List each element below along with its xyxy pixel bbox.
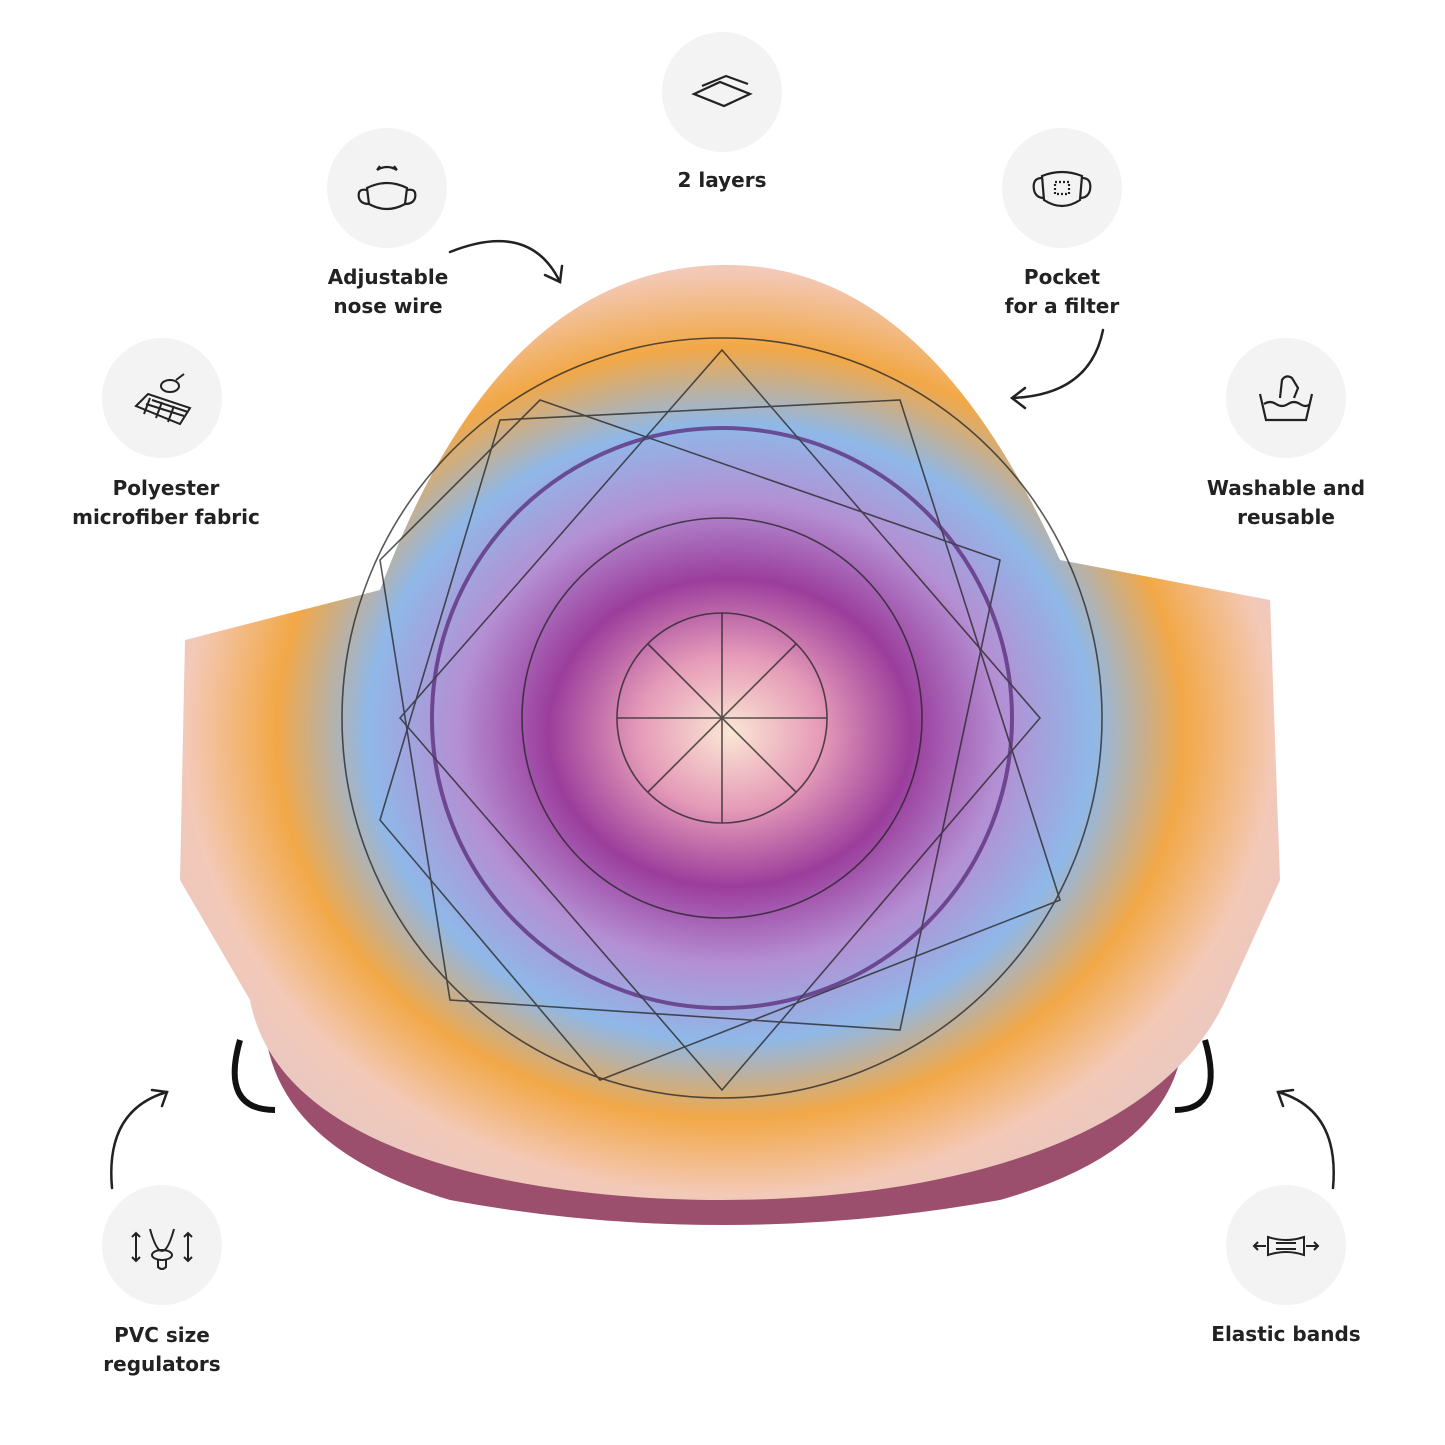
feature-label-washable: Washable and reusable	[1156, 474, 1416, 532]
label-line: microfiber fabric	[72, 505, 260, 529]
layers-icon	[691, 74, 753, 108]
fabric-badge	[102, 338, 222, 458]
hand-wash-icon	[1258, 375, 1314, 422]
label-line: regulators	[103, 1352, 221, 1376]
label-line: Polyester	[112, 476, 220, 500]
label-line: reusable	[1237, 505, 1335, 529]
ear-loop-right	[1174, 1039, 1214, 1113]
feature-label-filter-pocket: Pocket for a filter	[932, 263, 1192, 321]
label-line: nose wire	[333, 294, 443, 318]
mask-body	[180, 264, 1280, 1200]
feature-label-fabric: Polyester microfiber fabric	[36, 474, 296, 532]
feature-label-nose-wire: Adjustable nose wire	[258, 263, 518, 321]
ear-loop-left	[231, 1039, 276, 1113]
size-regulator-icon	[131, 1228, 193, 1270]
elastic-band-icon	[1252, 1235, 1320, 1257]
mask-pattern	[341, 337, 1103, 1099]
label-line: Adjustable	[327, 265, 449, 289]
mask-nose-wire-icon	[357, 165, 417, 211]
mask-filter-icon	[1032, 170, 1092, 208]
filter-pocket-badge	[1002, 128, 1122, 248]
label-line: for a filter	[1004, 294, 1120, 318]
label-line: Pocket	[1023, 265, 1101, 289]
label-line: PVC size	[114, 1323, 210, 1347]
label-line: Elastic bands	[1211, 1322, 1361, 1346]
feature-label-regulators: PVC size regulators	[32, 1321, 292, 1379]
label-line: Washable and	[1206, 476, 1366, 500]
layers-badge	[662, 32, 782, 152]
label-line: 2 layers	[677, 168, 767, 192]
elastic-badge	[1226, 1185, 1346, 1305]
washable-badge	[1226, 338, 1346, 458]
regulators-badge	[102, 1185, 222, 1305]
nose-wire-badge	[327, 128, 447, 248]
fabric-icon	[134, 373, 192, 426]
feature-label-layers: 2 layers	[592, 166, 852, 195]
feature-label-elastic: Elastic bands	[1156, 1320, 1416, 1349]
